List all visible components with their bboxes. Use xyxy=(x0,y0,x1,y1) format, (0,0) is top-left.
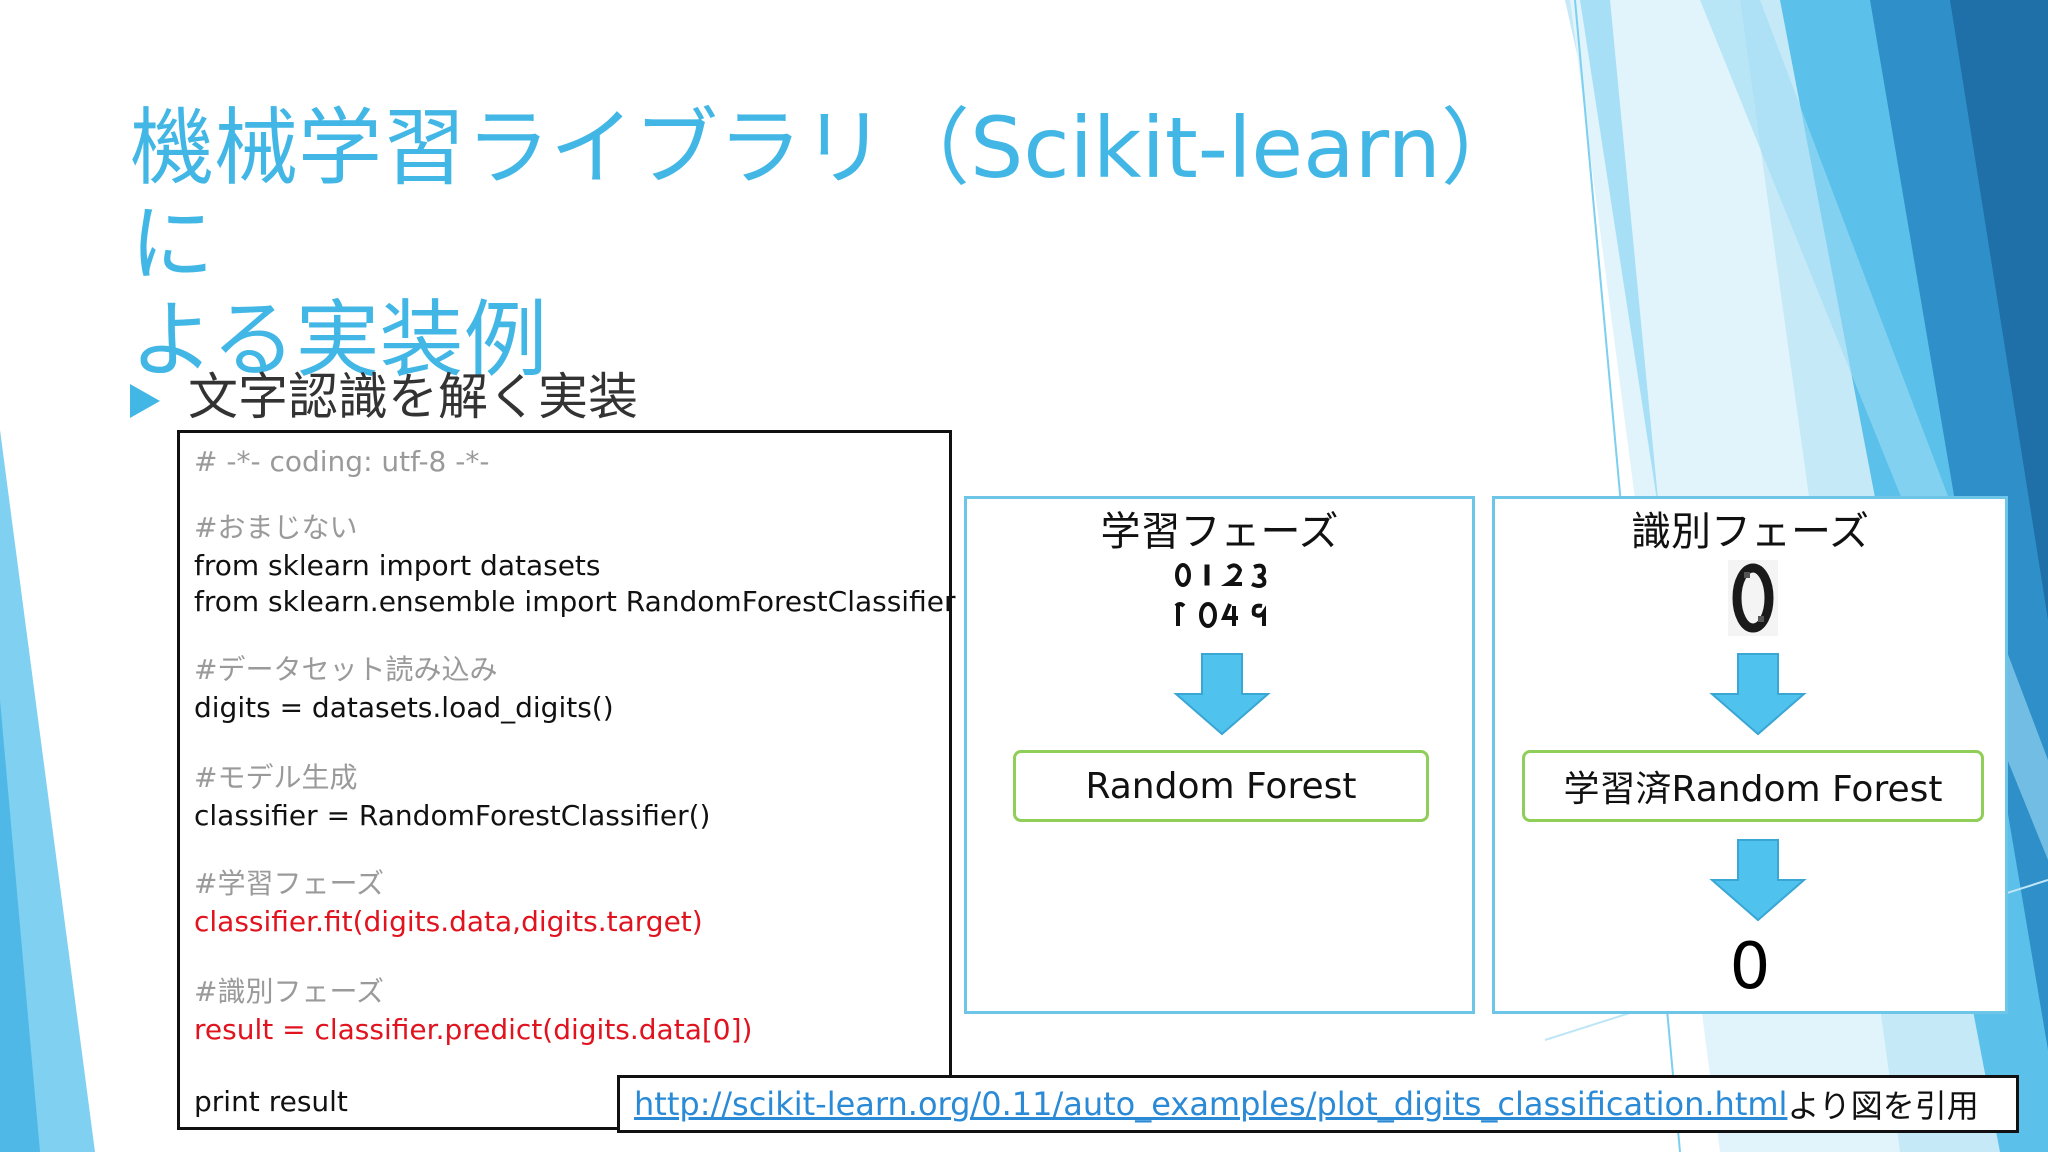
title-line-2: よる実装例 xyxy=(130,291,548,389)
code-line: #識別フェーズ xyxy=(194,975,385,1008)
citation-suffix: より図を引用 xyxy=(1787,1087,1979,1125)
slide-title: 機械学習ライブラリ（Scikit-learn）に よる実装例 xyxy=(130,100,1510,388)
code-box: # -*- coding: utf-8 -*- #おまじない from skle… xyxy=(177,430,956,1130)
citation-box: http://scikit-learn.org/0.11/auto_exampl… xyxy=(617,1075,2019,1133)
title-line-1: 機械学習ライブラリ（Scikit-learn）に xyxy=(130,99,1483,293)
down-arrow-icon xyxy=(1173,653,1271,736)
random-forest-model-box: Random Forest xyxy=(1013,750,1429,822)
code-line: result = classifier.predict(digits.data[… xyxy=(194,1013,753,1046)
recognition-phase-title: 識別フェーズ xyxy=(1631,509,1869,555)
code-line: #データセット読み込み xyxy=(194,653,498,686)
input-digit-image xyxy=(1728,560,1778,636)
source-link[interactable]: http://scikit-learn.org/0.11/auto_exampl… xyxy=(634,1085,1788,1123)
code-line: print result xyxy=(194,1085,348,1118)
bullet-text: 文字認識を解く実装 xyxy=(188,368,638,426)
code-line: # -*- coding: utf-8 -*- xyxy=(194,445,490,478)
code-line: #モデル生成 xyxy=(194,761,358,794)
prediction-result: 0 xyxy=(1729,930,1771,1004)
code-line: classifier.fit(digits.data,digits.target… xyxy=(194,905,703,938)
code-line: digits = datasets.load_digits() xyxy=(194,691,614,724)
training-digits-image xyxy=(1174,563,1267,628)
code-line: from sklearn import datasets xyxy=(194,549,601,582)
down-arrow-icon xyxy=(1709,653,1807,736)
down-arrow-icon xyxy=(1709,839,1807,922)
model-label: 学習済Random Forest xyxy=(1563,769,1943,810)
model-label: Random Forest xyxy=(1085,765,1357,807)
learning-phase-title: 学習フェーズ xyxy=(1100,509,1339,555)
trained-random-forest-model-box: 学習済Random Forest xyxy=(1522,750,1984,822)
code-line: #学習フェーズ xyxy=(194,867,385,900)
triangle-bullet-icon xyxy=(130,384,160,418)
code-line: #おまじない xyxy=(194,511,358,544)
code-line: from sklearn.ensemble import RandomFores… xyxy=(194,585,956,618)
code-line: classifier = RandomForestClassifier() xyxy=(194,799,711,832)
